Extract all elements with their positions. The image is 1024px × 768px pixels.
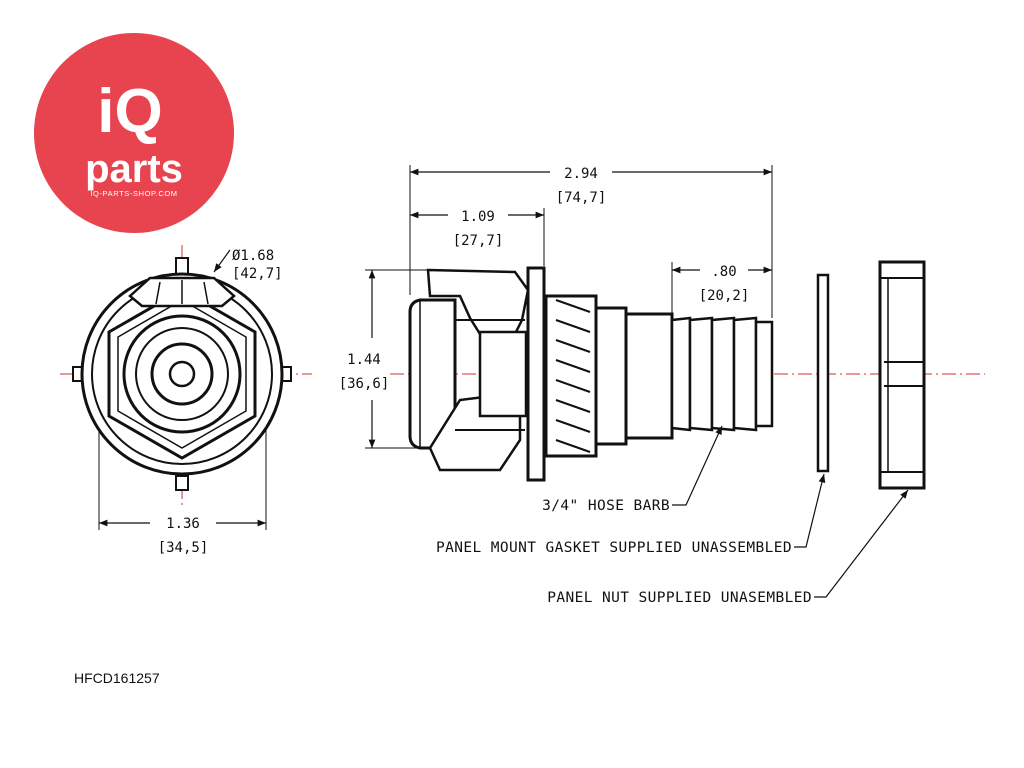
side-view — [390, 260, 985, 490]
hose-barb-leader — [672, 425, 723, 506]
overall-length-inch: 2.94 — [564, 166, 598, 182]
logo-website: IQ-PARTS-SHOP.COM — [90, 189, 177, 198]
front-ring-c — [150, 342, 214, 406]
side-dimensions — [365, 165, 909, 598]
width-inch: 1.36 — [166, 516, 200, 532]
overall-length-mm: [74,7] — [556, 190, 607, 206]
barb-length-mm: [20,2] — [699, 288, 750, 304]
collar — [624, 312, 674, 440]
front-tab-bottom — [175, 475, 189, 491]
front-latch-rib-1 — [155, 281, 161, 305]
front-ring-a — [122, 314, 242, 434]
width-mm: [34,5] — [158, 540, 209, 556]
front-bore — [168, 360, 196, 388]
threads — [555, 299, 591, 453]
panel-nut-label: PANEL NUT SUPPLIED UNASEMBLED — [547, 590, 812, 606]
front-ring-b — [135, 327, 229, 421]
shoulder — [594, 306, 628, 446]
front-outer-ring — [80, 272, 284, 476]
coupling-waist — [478, 330, 528, 418]
gasket-label: PANEL MOUNT GASKET SUPPLIED UNASSEMBLED — [436, 540, 792, 556]
barb-length-inch: .80 — [711, 264, 736, 280]
front-view — [60, 245, 312, 505]
height-inch: 1.44 — [347, 352, 381, 368]
coupling-length-inch: 1.09 — [461, 209, 495, 225]
front-hex — [107, 288, 257, 460]
iq-parts-logo: iQ parts IQ-PARTS-SHOP.COM — [34, 33, 234, 233]
logo-circle — [34, 33, 234, 233]
front-hex-inner — [117, 299, 247, 449]
dia-inch: Ø1.68 — [232, 248, 274, 264]
panel-gasket — [816, 273, 830, 473]
front-tab-top — [175, 257, 189, 275]
panel-flange — [526, 266, 546, 482]
front-latch-rib-3 — [203, 281, 209, 305]
gasket-leader — [794, 473, 826, 548]
dia-leader — [213, 249, 231, 273]
dia-mm: [42,7] — [232, 266, 283, 282]
hose-barb — [670, 316, 774, 432]
part-number: HFCD161257 — [74, 670, 160, 686]
height-mm: [36,6] — [339, 376, 390, 392]
hose-barb-label: 3/4" HOSE BARB — [542, 498, 670, 514]
logo-brand-top: iQ — [97, 77, 162, 146]
panel-nut-leader — [814, 489, 909, 598]
panel-nut — [878, 260, 926, 490]
logo-brand-bottom: parts — [85, 147, 183, 191]
coupling-length-mm: [27,7] — [453, 233, 504, 249]
front-dimensions: Ø1.68 [42,7] 1.36 [34,5] — [98, 248, 283, 556]
